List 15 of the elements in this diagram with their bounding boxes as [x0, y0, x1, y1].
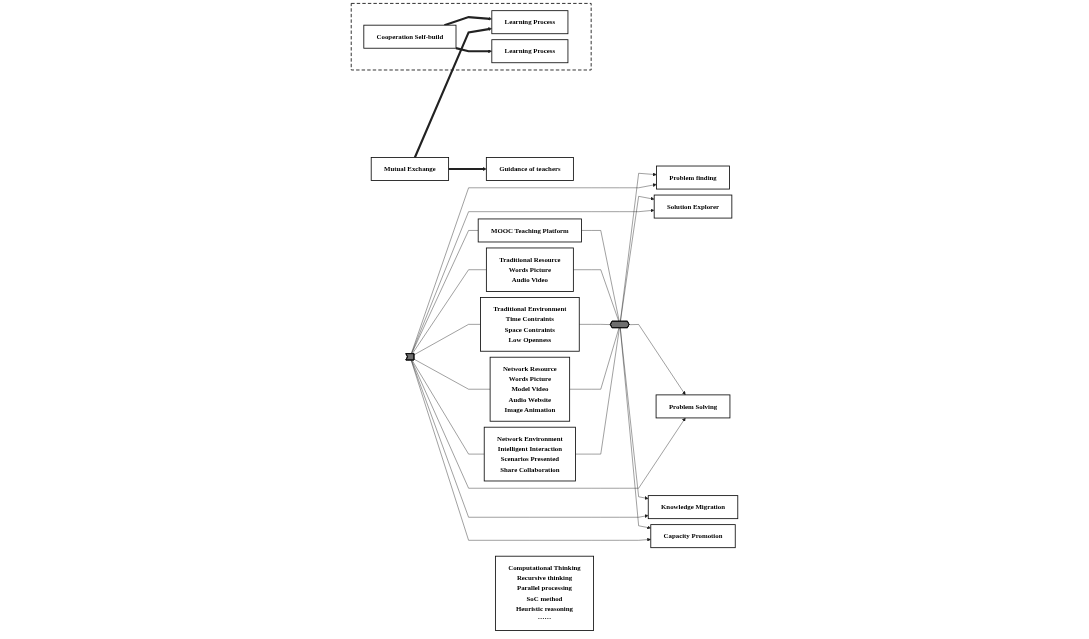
arrow: [444, 16, 492, 27]
arrow: [448, 167, 487, 171]
cluster: [350, 3, 592, 71]
arrow: [413, 27, 492, 158]
connector: [411, 360, 485, 455]
connector: [412, 269, 487, 354]
connector: [581, 230, 620, 322]
connector: [579, 324, 611, 325]
connector: [413, 324, 481, 355]
connector: [411, 230, 479, 354]
connector: [573, 269, 620, 322]
connector: [413, 359, 491, 390]
connector: [575, 327, 620, 455]
connector: [569, 327, 620, 390]
arrow: [455, 47, 492, 54]
